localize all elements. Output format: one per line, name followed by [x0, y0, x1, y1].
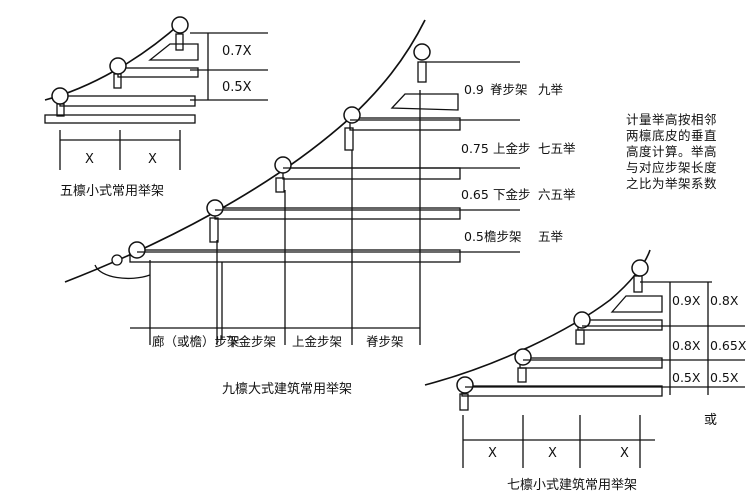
five-post-3: [175, 33, 184, 51]
nine-ridge-block: [390, 93, 459, 111]
note-line-5: 之比为举架系数: [626, 176, 718, 191]
seven-ratio-a-2: 0.8X: [672, 338, 701, 353]
seven-span-1: X: [488, 446, 497, 461]
note-line-3: 高度计算。举高: [626, 144, 718, 159]
five-span-right: X: [148, 152, 157, 167]
nine-post-4: [417, 61, 427, 83]
five-span-left: X: [85, 152, 94, 167]
five-base-beam: [44, 114, 196, 124]
note-line-1: 计量举高按相邻: [626, 112, 718, 127]
seven-or-label: 或: [704, 413, 717, 428]
nine-purlin-3: [274, 156, 292, 174]
note-line-2: 两檩底皮的垂直: [626, 128, 718, 143]
seven-span-2: X: [548, 446, 557, 461]
seven-purlin-4: [631, 259, 649, 277]
nine-beam-1: [129, 249, 461, 263]
nine-row-ratio-4: 0.5: [464, 229, 484, 244]
nine-row-name-3: 六五举: [538, 187, 576, 202]
nine-row-step-3: 下金步: [493, 187, 531, 202]
nine-post-2: [275, 177, 285, 193]
nine-row-step-4: 檐步架: [484, 229, 522, 244]
nine-purlin-5: [413, 43, 431, 61]
seven-ratio-a-3: 0.5X: [672, 370, 701, 385]
seven-post-1: [459, 393, 469, 411]
nine-row-ratio-3: 0.65: [461, 187, 489, 202]
seven-roof-curve: [424, 249, 651, 386]
explanation-note: 计量举高按相邻 两檩底皮的垂直 高度计算。举高 与对应步架长度 之比为举架系数: [626, 112, 731, 192]
nine-row-step-1: 脊步架: [490, 82, 528, 97]
nine-row-labels: 0.9 脊步架 九举 0.75 上金步 七五举 0.65 下金步 六五举 0.5…: [461, 82, 576, 244]
nine-row-ratio-2: 0.75: [461, 141, 489, 156]
five-title: 五檩小式常用举架: [60, 184, 164, 199]
five-purlin-1: [51, 87, 69, 105]
seven-ridge-block: [610, 295, 663, 313]
five-ratio-bottom: 0.5X: [222, 80, 252, 95]
five-ridge-block: [148, 43, 199, 61]
nine-bottom-label-3: 上金步架: [292, 334, 342, 349]
nine-row-name-1: 九举: [538, 82, 564, 97]
nine-post-3: [344, 127, 354, 151]
five-middle-beam: [117, 67, 199, 78]
seven-purlin-diagram: [424, 249, 745, 468]
nine-row-name-2: 七五举: [538, 141, 576, 156]
nine-bottom-label-4: 脊步架: [366, 334, 404, 349]
nine-bottom-label-2: 下金步架: [226, 334, 276, 349]
seven-purlin-1: [456, 376, 474, 394]
nine-purlin-diagram: [64, 19, 520, 345]
seven-ratio-b-3: 0.5X: [710, 370, 739, 385]
nine-beam-3: [282, 167, 461, 180]
seven-purlin-2: [514, 348, 532, 366]
nine-row-ratio-1: 0.9: [464, 82, 484, 97]
nine-row-name-4: 五举: [538, 229, 564, 244]
nine-purlin-1: [128, 241, 146, 259]
seven-post-4: [633, 275, 643, 293]
nine-beam-4: [349, 117, 461, 131]
five-purlin-diagram: [44, 16, 268, 170]
seven-ratio-a-1: 0.9X: [672, 293, 701, 308]
nine-eave-rafter: [94, 264, 151, 280]
seven-ratio-b-2: 0.65X: [710, 338, 747, 353]
note-line-4: 与对应步架长度: [626, 160, 718, 175]
five-purlin-3: [171, 16, 189, 34]
seven-post-2: [517, 367, 527, 383]
nine-purlin-2: [206, 199, 224, 217]
five-ratio-top: 0.7X: [222, 44, 252, 59]
seven-post-3: [575, 329, 585, 345]
nine-bottom-label-1: 廊（或檐）步架: [152, 334, 240, 349]
nine-row-step-2: 上金步: [493, 141, 531, 156]
nine-post-1: [209, 217, 219, 243]
seven-span-3: X: [620, 446, 629, 461]
nine-title: 九檩大式建筑常用举架: [222, 381, 352, 397]
five-lower-beam: [59, 95, 196, 107]
five-purlin-2: [109, 57, 127, 75]
seven-title: 七檩小式建筑常用举架: [507, 477, 637, 493]
seven-ratio-b-1: 0.8X: [710, 293, 739, 308]
